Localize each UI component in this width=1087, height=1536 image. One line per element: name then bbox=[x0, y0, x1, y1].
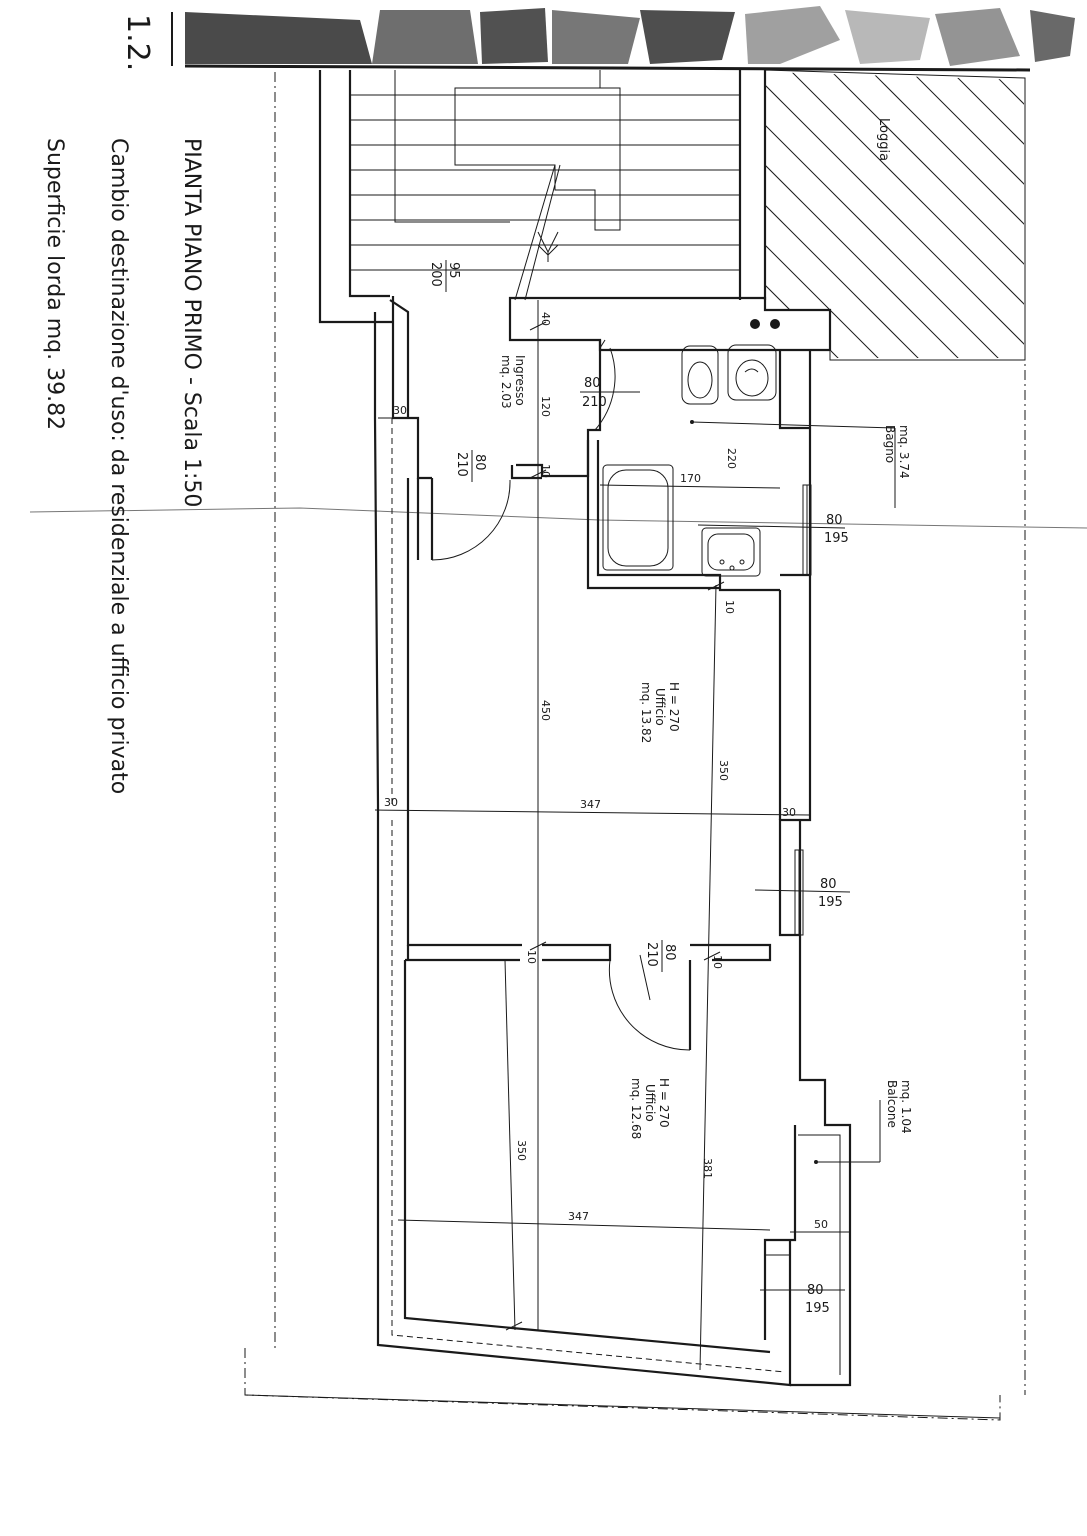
header-description-group: Cambio destinazione d'uso: da residenzia… bbox=[106, 138, 131, 794]
dim-347b: 347 bbox=[568, 1210, 589, 1223]
ufficio2-door-dims: 80 210 bbox=[644, 940, 677, 972]
bagno-door-width: 80 bbox=[584, 376, 601, 391]
dim-10a: 10 bbox=[539, 464, 552, 478]
dim-10a-group: 10 bbox=[539, 464, 552, 478]
dim-120: 120 bbox=[539, 396, 552, 417]
ufficio2-door-width: 80 bbox=[662, 944, 677, 961]
ufficio2-window-dims: 80 195 bbox=[805, 1283, 830, 1316]
bagno-door-swing bbox=[594, 347, 616, 431]
ufficio1-label-group: H = 270 Ufficio mq. 13.82 bbox=[639, 682, 681, 743]
paper-fold-line bbox=[29, 507, 1087, 529]
header-surface-group: Superficie lorda mq. 39.82 bbox=[42, 138, 67, 430]
windows bbox=[794, 484, 812, 936]
bottom-edge bbox=[244, 1394, 1001, 1419]
ufficio1-window-dims: 80 195 bbox=[818, 877, 843, 910]
ingresso-label-group: Ingresso mq. 2.03 bbox=[499, 355, 527, 409]
bagno-window-dims: 80 195 bbox=[824, 513, 849, 546]
balcone-label-group: Balcone mq. 1.04 bbox=[885, 1080, 913, 1134]
dimension-lines bbox=[374, 300, 851, 1371]
dim-220-group: 220 bbox=[725, 448, 738, 469]
dim-450: 450 bbox=[539, 700, 552, 721]
ufficio-door-swing bbox=[608, 959, 691, 1051]
bagno-name: Bagno bbox=[883, 425, 897, 463]
bathtub-icon bbox=[602, 464, 674, 571]
dim-30b: 30 bbox=[384, 796, 398, 809]
ufficio1-name: Ufficio bbox=[653, 688, 667, 726]
ingresso-door-width: 80 bbox=[472, 454, 487, 471]
ufficio1-area: mq. 13.82 bbox=[639, 682, 653, 743]
bagno-window-width: 80 bbox=[826, 513, 843, 528]
bagno-window-height: 195 bbox=[824, 531, 849, 546]
drawing-surface: Superficie lorda mq. 39.82 bbox=[42, 138, 67, 430]
dim-350a-group: 350 bbox=[717, 760, 730, 781]
dim-450-group: 450 bbox=[539, 700, 552, 721]
dim-10d: 10 bbox=[711, 955, 724, 969]
dim-40-group: 40 bbox=[539, 312, 552, 326]
bagno-leader bbox=[691, 421, 896, 429]
ufficio1-height: H = 270 bbox=[667, 682, 681, 732]
ufficio2-door-height: 210 bbox=[644, 942, 659, 967]
stair bbox=[318, 70, 767, 324]
loggia: Loggia bbox=[764, 69, 1026, 361]
bagno-door-dims: 80 210 bbox=[582, 376, 607, 410]
dim-30a: 30 bbox=[393, 404, 407, 417]
dim-170: 170 bbox=[680, 472, 701, 485]
dim-40: 40 bbox=[539, 312, 552, 326]
ufficio2-label-group: H = 270 Ufficio mq. 12.68 bbox=[629, 1078, 671, 1139]
dim-220: 220 bbox=[725, 448, 738, 469]
dim-10c-group: 10 bbox=[525, 950, 538, 964]
ingresso-door-swing bbox=[431, 479, 511, 561]
bidet-icon bbox=[681, 345, 719, 405]
ufficio1-window-width: 80 bbox=[820, 877, 837, 892]
dim-10b: 10 bbox=[723, 600, 736, 614]
balcone-name: Balcone bbox=[885, 1080, 899, 1128]
header-title-group: PIANTA PIANO PRIMO - Scala 1:50 bbox=[179, 138, 204, 507]
drawing-description: Cambio destinazione d'uso: da residenzia… bbox=[106, 138, 131, 794]
ufficio2-area: mq. 12.68 bbox=[629, 1078, 643, 1139]
balcone-area: mq. 1.04 bbox=[899, 1080, 913, 1134]
ufficio2-window-width: 80 bbox=[807, 1283, 824, 1298]
building-walls bbox=[373, 296, 852, 1387]
bagno-door-height: 210 bbox=[582, 395, 607, 410]
map-texture-band bbox=[184, 6, 1085, 72]
drawing-number: 1.2. bbox=[120, 14, 155, 71]
ufficio2-window-height: 195 bbox=[805, 1301, 830, 1316]
dim-30c: 30 bbox=[782, 806, 796, 819]
bathroom-fixtures bbox=[602, 344, 777, 577]
ingresso-area: mq. 2.03 bbox=[499, 355, 513, 409]
bagno-area: mq. 3.74 bbox=[897, 425, 911, 479]
doors bbox=[431, 339, 691, 1051]
ufficio1-window-height: 195 bbox=[818, 895, 843, 910]
loggia-label: Loggia bbox=[876, 118, 891, 161]
dim-50: 50 bbox=[814, 1218, 828, 1231]
dim-10d-group: 10 bbox=[711, 955, 724, 969]
stair-door-height: 200 bbox=[428, 262, 443, 287]
dim-381-group: 381 bbox=[701, 1158, 714, 1179]
dim-10b-group: 10 bbox=[723, 600, 736, 614]
dim-350b-group: 350 bbox=[515, 1140, 528, 1161]
ufficio2-name: Ufficio bbox=[643, 1084, 657, 1122]
ufficio2-height: H = 270 bbox=[657, 1078, 671, 1128]
washbasin-icon bbox=[701, 527, 761, 577]
ingresso-door-height: 210 bbox=[454, 452, 469, 477]
bagno-leader-dot bbox=[690, 420, 694, 424]
dim-350a: 350 bbox=[717, 760, 730, 781]
toilet-icon bbox=[727, 344, 777, 401]
dim-350b: 350 bbox=[515, 1140, 528, 1161]
stair-door-dims: 95 200 bbox=[428, 260, 461, 292]
stair-door-width: 95 bbox=[446, 262, 461, 279]
dim-347a: 347 bbox=[580, 798, 601, 811]
drawing-title: PIANTA PIANO PRIMO - Scala 1:50 bbox=[179, 138, 204, 507]
ingresso-name: Ingresso bbox=[513, 355, 527, 406]
ingresso-door-dims: 80 210 bbox=[454, 450, 487, 482]
dim-381: 381 bbox=[701, 1158, 714, 1179]
property-boundary bbox=[244, 72, 1026, 1421]
header-number-group: 1.2. bbox=[120, 14, 155, 71]
dim-10c: 10 bbox=[525, 950, 538, 964]
dim-120-group: 120 bbox=[539, 396, 552, 417]
bagno-label-group: Bagno mq. 3.74 bbox=[883, 425, 911, 479]
balcone-leader-dot bbox=[814, 1160, 818, 1164]
